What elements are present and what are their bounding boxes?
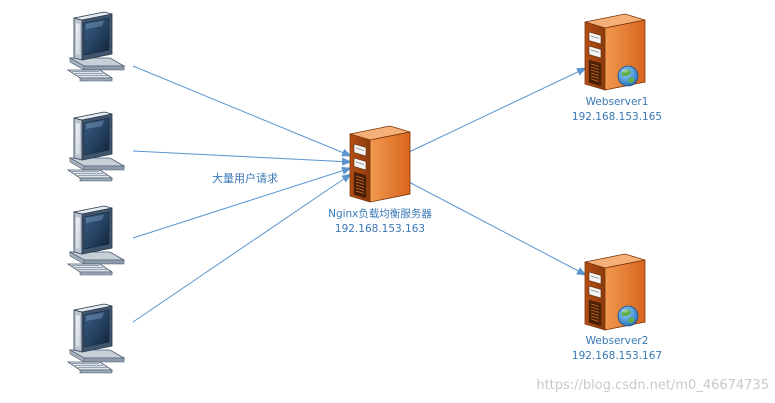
- webserver2-ip: 192.168.153.167: [571, 350, 663, 362]
- request-label: 大量用户请求: [212, 172, 278, 185]
- server-tower-icon: [349, 125, 411, 203]
- edge-client4-to-nginx: [132, 173, 352, 323]
- watermark-text: https://blog.csdn.net/m0_46674735: [536, 378, 769, 393]
- webserver2-label: Webserver2 192.168.153.167: [572, 334, 662, 364]
- webserver2-name: Webserver2: [585, 335, 649, 347]
- edge-nginx-to-webserver2: [406, 180, 587, 276]
- client-computer-3: [67, 205, 125, 276]
- desktop-computer-icon: [67, 11, 125, 82]
- nginx-name: Nginx负载均衡服务器: [328, 208, 432, 220]
- nginx-label: Nginx负载均衡服务器 192.168.153.163: [328, 207, 432, 237]
- nginx-load-balancer-server: [349, 125, 411, 203]
- client-computer-2: [67, 111, 125, 182]
- client-computer-4: [67, 303, 125, 374]
- webserver1-name: Webserver1: [585, 96, 649, 108]
- edge-client1-to-nginx: [132, 65, 352, 157]
- desktop-computer-icon: [67, 111, 125, 182]
- client-computer-1: [67, 11, 125, 82]
- edge-client3-to-nginx: [132, 166, 352, 239]
- webserver1-label: Webserver1 192.168.153.165: [572, 95, 662, 125]
- desktop-computer-icon: [67, 205, 125, 276]
- edge-nginx-to-webserver1: [406, 67, 587, 154]
- globe-icon: [617, 305, 639, 327]
- desktop-computer-icon: [67, 303, 125, 374]
- edge-client2-to-nginx: [132, 150, 352, 166]
- nginx-ip: 192.168.153.163: [334, 223, 426, 235]
- webserver1-ip: 192.168.153.165: [571, 111, 663, 123]
- globe-icon: [617, 65, 639, 87]
- webserver2-server: [584, 253, 646, 331]
- webserver1-server: [584, 13, 646, 91]
